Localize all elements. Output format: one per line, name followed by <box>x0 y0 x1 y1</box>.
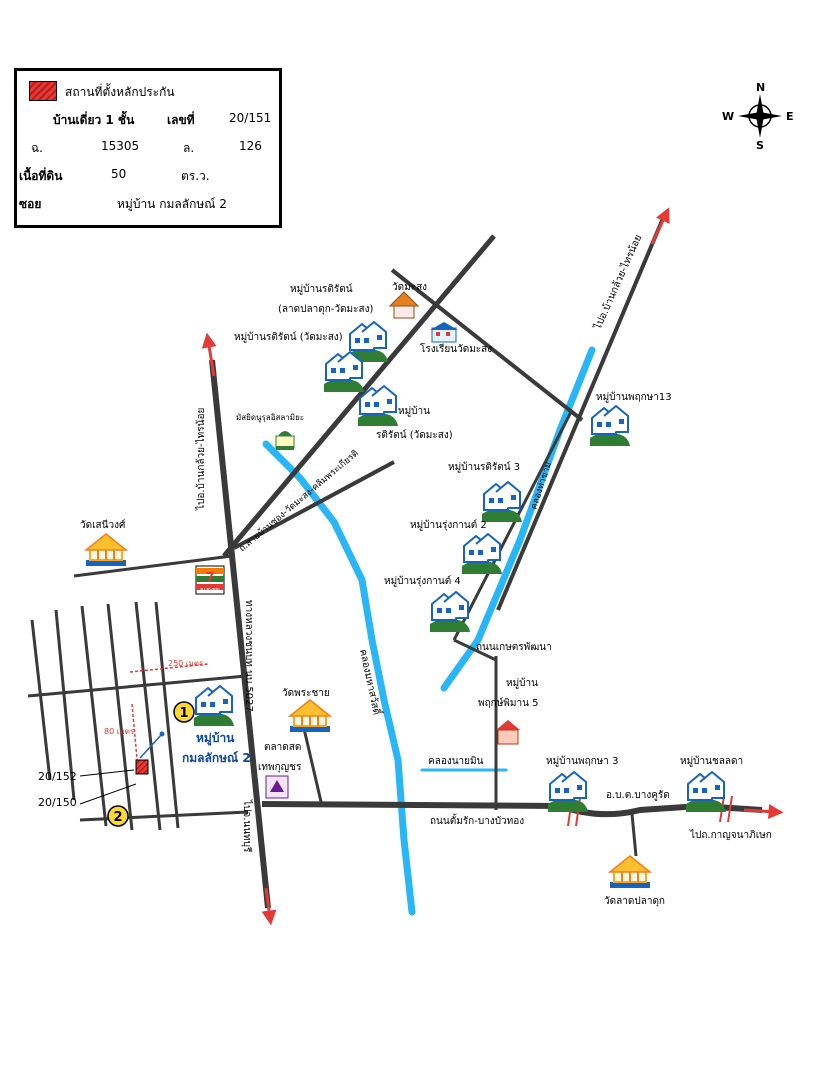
temple-icon-phrachai <box>289 699 331 733</box>
label-village-pruksa13: หมู่บ้านพฤกษา13 <box>596 391 672 403</box>
arrow-north-highway <box>201 332 217 377</box>
label-village-ban2: หมู่บ้าน <box>506 677 538 689</box>
canal-tha-kham <box>440 346 596 692</box>
label-wat-masong: วัดมะสง <box>392 282 427 293</box>
pin-1-icon: 1 <box>173 701 195 723</box>
temple-icon-lat-pla-duk <box>609 855 651 889</box>
pin-1-label: 1 <box>179 706 188 721</box>
compass-n: N <box>756 81 765 94</box>
market-icon <box>265 775 289 799</box>
legend-title: สถานที่ตั้งหลักประกัน <box>65 85 175 99</box>
label-wat-saenaworn: วัดเสนีวงศ์ <box>80 519 126 531</box>
dim-250-line <box>129 663 209 673</box>
legend-house-type: บ้านเดี่ยว 1 ชั้น <box>53 113 135 127</box>
compass-icon: N S E W <box>722 81 794 152</box>
label-village-pruksa-phiman5: พฤกษ์พิมาน 5 <box>478 697 538 709</box>
wat-masong-icon <box>388 291 420 319</box>
collateral-plot-marker <box>135 759 149 775</box>
label-village-kamonlak: หมู่บ้าน <box>196 731 235 746</box>
house-icon-pruksa13 <box>589 405 631 447</box>
bank-office-icon <box>496 720 520 745</box>
label-village-ban: หมู่บ้าน <box>398 405 430 417</box>
legend-soi-value: หมู่บ้าน กมลลักษณ์ 2 <box>117 197 227 211</box>
lot-152-leader <box>79 769 135 777</box>
label-lot-152: 20/152 <box>38 770 77 783</box>
label-village-rattarin-masong: รติรัตน์ (วัดมะสง) <box>376 429 453 441</box>
arrow-east-road <box>743 804 784 820</box>
label-road-kasem-phatthana: ถนนเกษตรพัฒนา <box>476 642 552 653</box>
compass-s: S <box>756 139 764 152</box>
label-village-pruksa3: หมู่บ้านพฤกษา 3 <box>546 755 618 767</box>
pin-2-label: 2 <box>113 810 122 825</box>
label-mosque: มัสยิดนูรุลอิสลามิยะ <box>236 413 304 423</box>
compass-w: W <box>722 110 734 123</box>
legend-soi-label: ซอย <box>19 197 42 211</box>
house-icon-pruksa3 <box>547 771 589 813</box>
label-wat-phrachai: วัดพระชาย <box>282 688 330 699</box>
house-icon-rattarin3 <box>481 481 523 523</box>
collateral-swatch-icon <box>29 81 57 101</box>
house-icon-chonlada <box>685 771 727 813</box>
road-network <box>27 215 763 909</box>
label-village-rattarin-top-sub: (ลาดปลาดุก-วัดมะสง) <box>278 304 373 315</box>
pointer-line <box>139 733 163 759</box>
legend-deed-key: ฉ. <box>31 141 43 155</box>
legend-area-value: 50 <box>111 167 127 181</box>
label-village-kamonlak-name: กมลลักษณ์ 2 <box>182 751 251 765</box>
legend-box: สถานที่ตั้งหลักประกัน บ้านเดี่ยว 1 ชั้น … <box>14 68 282 228</box>
legend-lot-value: 126 <box>239 139 262 153</box>
lot-150-leader <box>79 783 137 805</box>
label-village-rattarin-top: หมู่บ้านรติรัตน์ <box>290 283 353 295</box>
label-dist-250: 250 เมตร <box>168 659 204 668</box>
compass-e: E <box>786 110 794 123</box>
legend-lot-key: ล. <box>183 141 195 155</box>
seven-eleven-icon: 7 ELEVEN <box>195 565 225 595</box>
legend-number-key: เลขที่ <box>167 113 195 127</box>
label-village-rattarin3: หมู่บ้านรติรัตน์ 3 <box>448 461 520 473</box>
legend-deed-value: 15305 <box>101 139 140 153</box>
label-bang-kruay: อ.บ.ต.บางคูรัด <box>606 790 670 801</box>
house-icon-rungkarn4 <box>429 591 471 633</box>
legend-area-unit: ตร.ว. <box>181 169 210 183</box>
arrow-south-highway <box>261 887 277 926</box>
label-school-wat-masong: โรงเรียนวัดมะสง <box>420 342 492 355</box>
label-village-rungkarn4: หมู่บ้านรุ่งกานต์ 4 <box>384 575 461 587</box>
label-village-rattarin-wat: หมู่บ้านรติรัตน์ (วัดมะสง) <box>234 331 343 343</box>
seven-eleven-text: ELEVEN <box>200 588 220 594</box>
label-village-chonlada: หมู่บ้านชลลดา <box>680 755 743 767</box>
legend-area-label: เนื้อที่ดิน <box>19 169 63 183</box>
pin-2-icon: 2 <box>107 805 129 827</box>
label-to-ban-kluay-main: ไปอ.บ้านกล้วย-ไทรน้อย <box>195 408 207 511</box>
house-icon-rattarin-wat <box>323 351 365 393</box>
label-canal-nai-min: คลองนายมิน <box>428 756 484 767</box>
pointer-dot <box>159 731 165 737</box>
label-dist-80: 80 เมตร <box>104 727 135 736</box>
temple-icon-saenaworn <box>85 533 127 567</box>
arrow-northeast-road <box>650 207 670 245</box>
mosque-icon <box>275 431 295 450</box>
legend-number-value: 20/151 <box>229 111 272 125</box>
school-icon <box>430 322 458 343</box>
label-highway-5027: ทางหลวงชนบท นบ.5027 <box>243 600 254 712</box>
label-to-nonthaburi: ไปจ.นนทบุรี <box>241 799 253 853</box>
label-market: ตลาดสด <box>264 742 301 753</box>
label-market-sub: เทพกุญชร <box>258 762 302 773</box>
label-to-kanchanaphisek: ไปถ.กาญจนาภิเษก <box>689 829 772 841</box>
label-road-tam-rak: ถนนตั้มรัก-บางบัวทอง <box>430 813 524 827</box>
house-icon-kamonlak <box>193 685 235 727</box>
label-lot-150: 20/150 <box>38 796 77 809</box>
house-icon-rungkarn2 <box>461 533 503 575</box>
svg-text:7: 7 <box>205 571 214 586</box>
label-wat-lat-pla-duk: วัดลาดปลาดุก <box>604 896 665 907</box>
dim-80-line <box>131 703 139 771</box>
label-village-rungkarn2: หมู่บ้านรุ่งกานต์ 2 <box>410 519 487 531</box>
canal-maha-sawat <box>262 440 416 916</box>
